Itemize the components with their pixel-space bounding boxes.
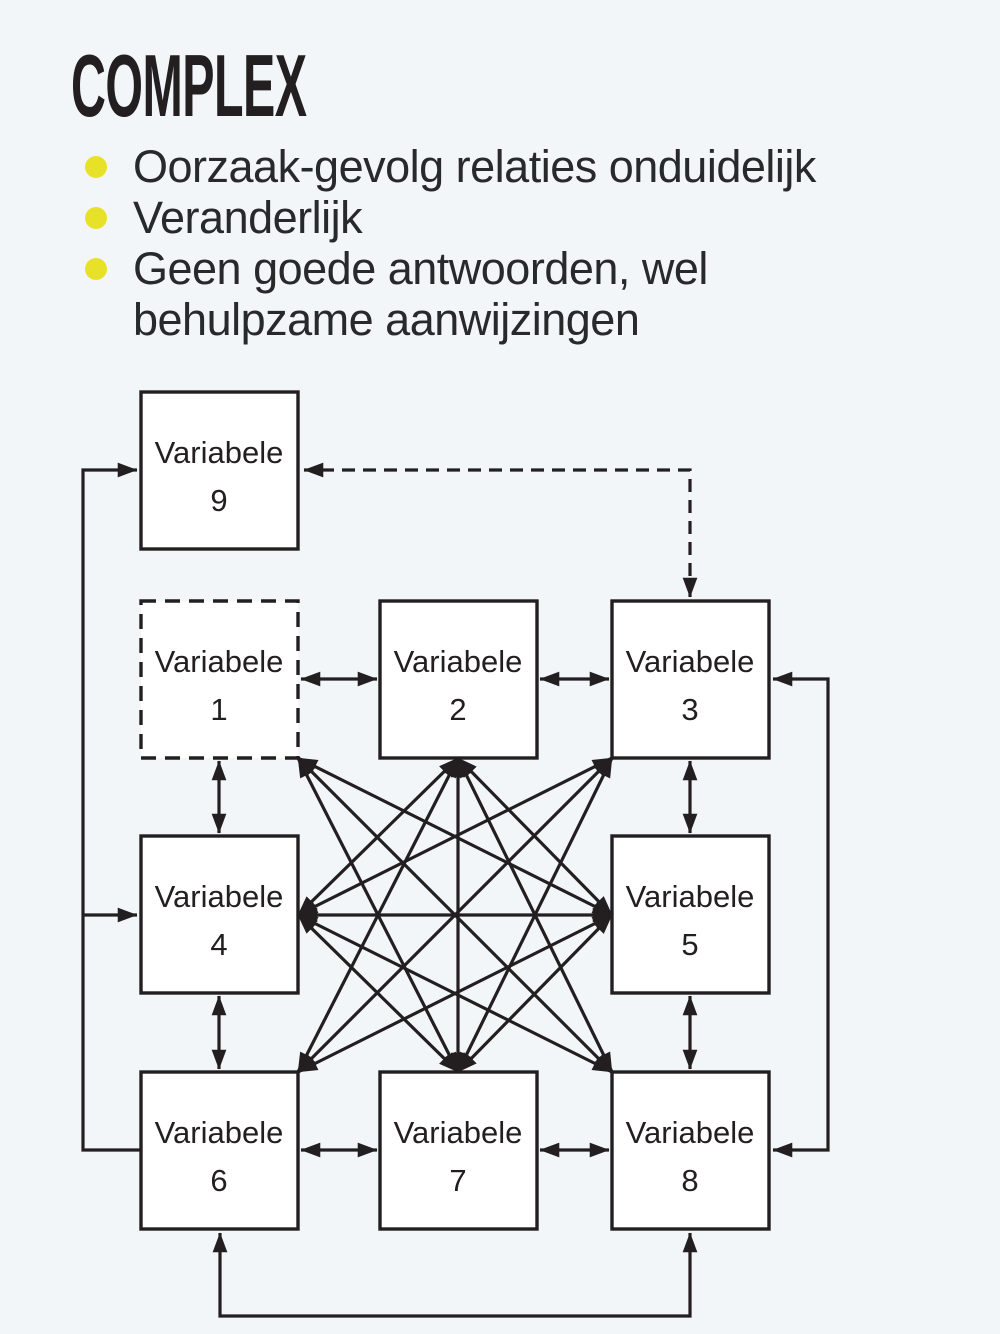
- box-label: Variabele: [155, 879, 284, 914]
- box-number: 3: [681, 692, 698, 727]
- box-rect: [139, 834, 300, 995]
- box-rect: [610, 599, 771, 760]
- box-number: 2: [449, 692, 466, 727]
- list-item: Veranderlijk: [85, 192, 816, 243]
- box-label: Variabele: [394, 644, 523, 679]
- box-rect: [139, 1070, 300, 1231]
- bullet-text: Geen goede antwoorden, wel behulpzame aa…: [133, 243, 708, 345]
- bullet-list: Oorzaak-gevolg relaties onduidelijk Vera…: [85, 141, 816, 345]
- box-rect-dashed: [139, 599, 300, 760]
- box-number: 9: [210, 483, 227, 518]
- box-label: Variabele: [394, 1115, 523, 1150]
- variabele-9-box: Variabele 9: [139, 390, 300, 551]
- box-rect: [378, 1070, 539, 1231]
- bullet-dot-icon: [85, 156, 107, 178]
- box-label: Variabele: [155, 435, 284, 470]
- variabele-2-box: Variabele 2: [378, 599, 539, 760]
- variabele-8-box: Variabele 8: [610, 1070, 771, 1231]
- connector-v6-v8-bottom: [212, 1232, 698, 1318]
- variabele-4-box: Variabele 4: [139, 834, 300, 995]
- box-number: 7: [449, 1163, 466, 1198]
- variabele-6-box: Variabele 6: [139, 1070, 300, 1231]
- variabele-7-box: Variabele 7: [378, 1070, 539, 1231]
- box-rect: [378, 599, 539, 760]
- mesh-edge-v5-v7: [456, 913, 614, 1074]
- box-rect: [139, 390, 300, 551]
- box-label: Variabele: [626, 644, 755, 679]
- box-rect: [610, 834, 771, 995]
- variabele-3-box: Variabele 3: [610, 599, 771, 760]
- variabele-1-box: Variabele 1: [139, 599, 300, 760]
- bullet-text: Oorzaak-gevolg relaties onduidelijk: [133, 141, 816, 192]
- connector-v6-to-v9: [81, 462, 141, 1152]
- connector-v3-v8-right: [772, 671, 830, 1158]
- box-label: Variabele: [626, 1115, 755, 1150]
- box-number: 5: [681, 927, 698, 962]
- mesh-connections: [296, 756, 614, 1074]
- adjacent-double-arrows: [211, 671, 698, 1158]
- box-number: 4: [210, 927, 227, 962]
- page-title: COMPLEX: [71, 36, 307, 135]
- box-number: 8: [681, 1163, 698, 1198]
- list-item: Oorzaak-gevolg relaties onduidelijk: [85, 141, 816, 192]
- box-rect: [610, 1070, 771, 1231]
- dashed-connector-v3-v9: [303, 462, 698, 598]
- box-number: 6: [210, 1163, 227, 1198]
- box-number: 1: [210, 692, 227, 727]
- variabele-5-box: Variabele 5: [610, 834, 771, 995]
- bullet-dot-icon: [85, 258, 107, 280]
- routed-connectors: [81, 462, 830, 1318]
- box-label: Variabele: [155, 1115, 284, 1150]
- bullet-text: Veranderlijk: [133, 192, 363, 243]
- box-label: Variabele: [626, 879, 755, 914]
- list-item: Geen goede antwoorden, wel behulpzame aa…: [85, 243, 816, 345]
- bullet-dot-icon: [85, 207, 107, 229]
- box-label: Variabele: [155, 644, 284, 679]
